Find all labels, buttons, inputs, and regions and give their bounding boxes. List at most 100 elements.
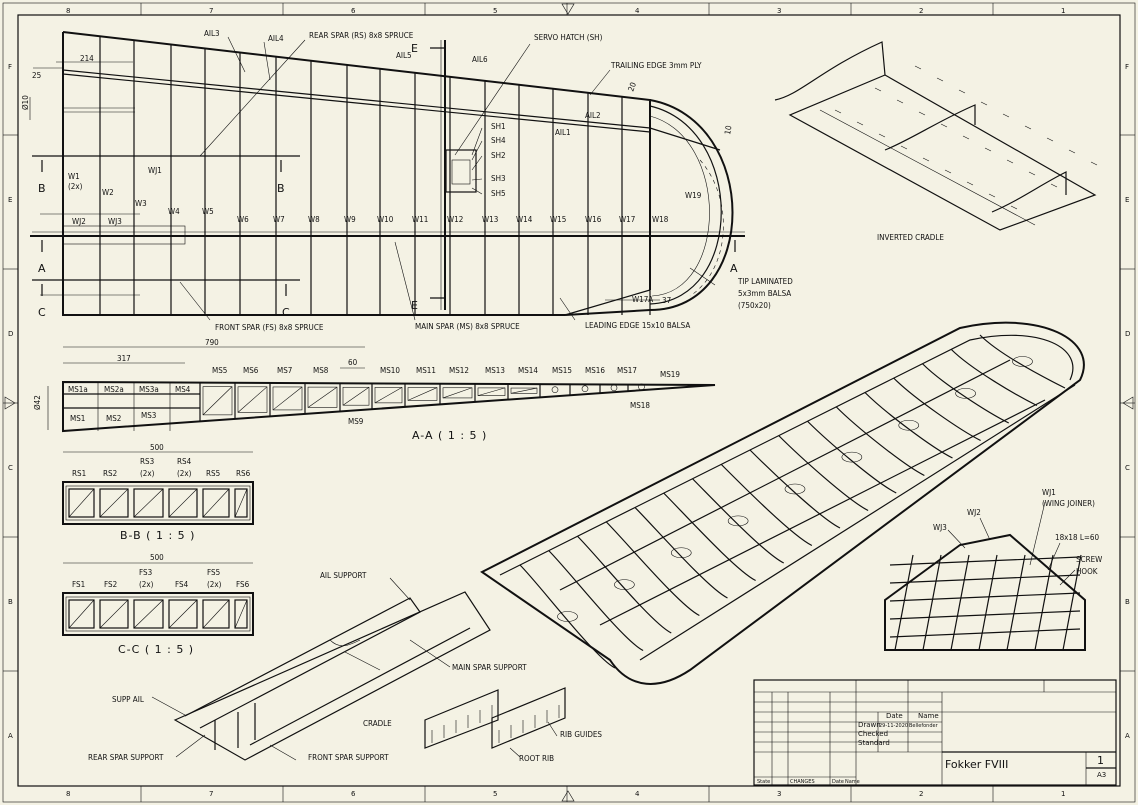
svg-text:ROOT RIB: ROOT RIB xyxy=(519,754,554,763)
rib-label: W10 xyxy=(377,215,394,224)
svg-text:AIL5: AIL5 xyxy=(396,51,412,60)
border-col-bottom: 4 xyxy=(635,790,640,798)
svg-text:(2x): (2x) xyxy=(68,182,83,191)
svg-text:W1: W1 xyxy=(68,172,80,181)
svg-text:Ø42: Ø42 xyxy=(32,395,42,410)
border-col-bottom: 2 xyxy=(919,790,923,798)
border-row-left: D xyxy=(8,330,13,338)
svg-text:Ø10: Ø10 xyxy=(20,95,30,110)
svg-text:SH2: SH2 xyxy=(491,151,506,160)
wing-joiner-detail xyxy=(884,501,1086,651)
border-col-top: 7 xyxy=(209,7,213,15)
svg-text:TIP LAMINATED: TIP LAMINATED xyxy=(737,277,793,286)
rib-label: W7 xyxy=(273,215,285,224)
svg-text:W3: W3 xyxy=(135,199,147,208)
border-row-right: D xyxy=(1125,330,1130,338)
border-col-top: 6 xyxy=(351,7,356,15)
svg-text:10: 10 xyxy=(723,124,734,135)
border-row-left: E xyxy=(8,196,12,204)
section-label: MS15 xyxy=(552,366,572,375)
border-col-top: 4 xyxy=(635,7,640,15)
border-col-bottom: 8 xyxy=(66,790,70,798)
svg-text:SERVO HATCH (SH): SERVO HATCH (SH) xyxy=(534,33,603,42)
svg-text:(WING JOINER): (WING JOINER) xyxy=(1042,499,1095,508)
svg-text:214: 214 xyxy=(80,54,94,63)
border-col-bottom: 3 xyxy=(777,790,781,798)
svg-text:W19: W19 xyxy=(685,191,702,200)
rib-label: W16 xyxy=(585,215,602,224)
svg-text:FS6: FS6 xyxy=(236,580,250,589)
rib-label: W12 xyxy=(447,215,463,224)
section-label: MS12 xyxy=(449,366,469,375)
svg-text:MS1: MS1 xyxy=(70,414,85,423)
section-a-a-labels: 790 317 60 Ø42 MS1a MS2a MS3a MS4 MS1 MS… xyxy=(32,338,680,442)
svg-text:790: 790 xyxy=(205,338,219,347)
svg-text:Name: Name xyxy=(845,779,860,785)
svg-text:B: B xyxy=(277,182,285,195)
svg-text:Drawn: Drawn xyxy=(858,721,881,729)
svg-text:MS4: MS4 xyxy=(175,385,191,394)
svg-text:AIL6: AIL6 xyxy=(472,55,488,64)
section-a-a xyxy=(47,346,716,433)
title-block xyxy=(753,679,1117,786)
svg-text:E: E xyxy=(411,299,418,312)
svg-text:CHANGES: CHANGES xyxy=(790,779,815,785)
svg-text:WJ3: WJ3 xyxy=(933,523,947,532)
border-row-left: B xyxy=(8,598,13,606)
title-block-text: Date Name Drawn Checked Standard 29-11-2… xyxy=(757,712,1106,785)
rib-label: W15 xyxy=(550,215,566,224)
svg-text:C: C xyxy=(282,306,290,319)
border-row-right: E xyxy=(1125,196,1129,204)
svg-text:AIL SUPPORT: AIL SUPPORT xyxy=(320,571,367,580)
border-row-left: F xyxy=(8,63,12,71)
svg-text:RS2: RS2 xyxy=(103,469,117,478)
svg-text:FS5: FS5 xyxy=(207,568,220,577)
svg-text:RS6: RS6 xyxy=(236,469,251,478)
svg-text:C: C xyxy=(38,306,46,319)
section-label: MS6 xyxy=(243,366,259,375)
svg-text:A-A ( 1 : 5 ): A-A ( 1 : 5 ) xyxy=(412,429,487,442)
svg-text:FS4: FS4 xyxy=(175,580,189,589)
border-col-top: 2 xyxy=(919,7,923,15)
svg-text:SH5: SH5 xyxy=(491,189,506,198)
svg-text:Date: Date xyxy=(832,779,844,785)
svg-text:317: 317 xyxy=(117,354,131,363)
svg-text:WJ1: WJ1 xyxy=(148,166,162,175)
border-row-left: C xyxy=(8,464,13,472)
svg-text:FS3: FS3 xyxy=(139,568,152,577)
border-row-right: B xyxy=(1125,598,1130,606)
wing-joiner-labels: WJ1 (WING JOINER) WJ2 WJ3 18x18 L=60 SCR… xyxy=(933,488,1102,576)
svg-text:AIL3: AIL3 xyxy=(204,29,220,38)
svg-text:(2x): (2x) xyxy=(207,580,222,589)
svg-text:REAR SPAR (RS) 8x8 SPRUCE: REAR SPAR (RS) 8x8 SPRUCE xyxy=(309,31,414,40)
svg-text:500: 500 xyxy=(150,553,164,562)
svg-text:SUPP AIL: SUPP AIL xyxy=(112,695,144,704)
svg-text:60: 60 xyxy=(348,358,358,367)
svg-text:MS2a: MS2a xyxy=(104,385,124,394)
svg-text:FS1: FS1 xyxy=(72,580,85,589)
svg-text:B-B ( 1 : 5 ): B-B ( 1 : 5 ) xyxy=(120,529,195,542)
rib-label: W18 xyxy=(652,215,669,224)
rib-label: W5 xyxy=(202,207,214,216)
svg-text:C-C ( 1 : 5 ): C-C ( 1 : 5 ) xyxy=(118,643,194,656)
border-row-right: C xyxy=(1125,464,1130,472)
svg-text:29-11-2020: 29-11-2020 xyxy=(879,723,908,729)
svg-text:SCREW: SCREW xyxy=(1076,555,1102,564)
section-label: MS17 xyxy=(617,366,637,375)
section-label: MS10 xyxy=(380,366,400,375)
border-col-bottom: 6 xyxy=(351,790,356,798)
rib-lines xyxy=(62,32,651,315)
svg-text:A: A xyxy=(730,262,738,275)
rib-label: W8 xyxy=(308,215,320,224)
svg-text:RS3: RS3 xyxy=(140,457,154,466)
svg-text:Name: Name xyxy=(918,712,939,720)
plan-view-labels: AIL3 AIL4 REAR SPAR (RS) 8x8 SPRUCE AIL5… xyxy=(20,29,793,332)
svg-text:(2x): (2x) xyxy=(139,580,154,589)
svg-text:MS1a: MS1a xyxy=(68,385,88,394)
svg-text:B: B xyxy=(38,182,46,195)
svg-text:WJ3: WJ3 xyxy=(108,217,122,226)
svg-text:TRAILING EDGE 3mm PLY: TRAILING EDGE 3mm PLY xyxy=(610,61,702,70)
svg-text:20: 20 xyxy=(626,81,638,93)
